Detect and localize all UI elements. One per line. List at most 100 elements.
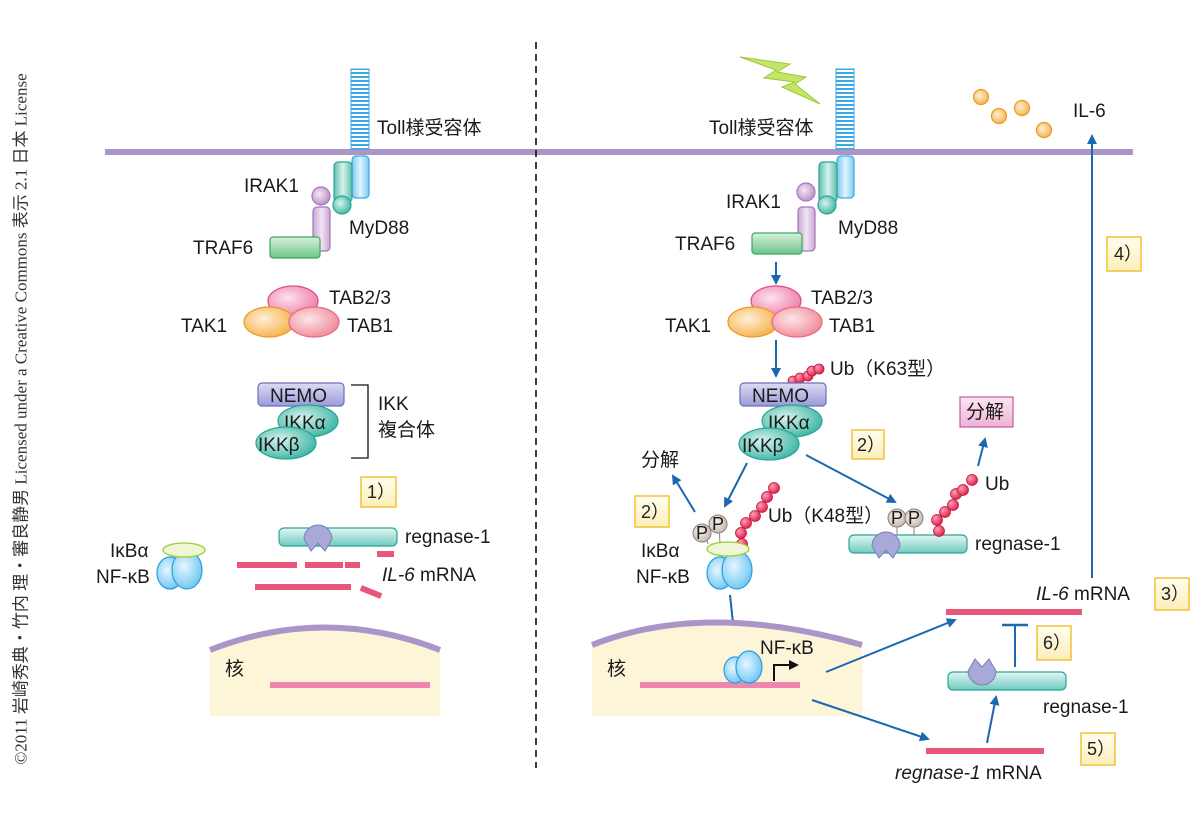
- nuclear-envelope-left: [208, 624, 442, 653]
- regnase-1-active: [947, 671, 1067, 691]
- il6-mrna-label: IL-6 mRNA: [382, 565, 476, 586]
- tlr-intracellular: [351, 155, 370, 199]
- il6-molecules: [972, 88, 1053, 139]
- nfkb-subunit-2: [721, 550, 753, 590]
- arrow-ikk-to-ikba: [724, 462, 748, 508]
- step-6-badge: 6）: [1036, 625, 1072, 661]
- svg-text:2）: 2）: [641, 502, 669, 522]
- irak1-label: IRAK1: [244, 176, 299, 197]
- dna-left: [270, 682, 430, 688]
- nfkb-bound-subunit-2: [735, 650, 763, 684]
- tab1: [288, 306, 340, 338]
- svg-text:6）: 6）: [1043, 633, 1071, 653]
- tab23-label: TAB2/3: [329, 288, 391, 309]
- il6-mrna-label: IL-6 mRNA: [1036, 584, 1130, 605]
- mrna-fragment: [255, 584, 351, 590]
- step-2-badge-right: 2）: [851, 429, 885, 460]
- mrna-fragment: [237, 562, 297, 568]
- arrow-translation-regnase: [986, 695, 1000, 744]
- tlr-extracellular: [350, 68, 370, 150]
- ikk-beta: [738, 427, 800, 461]
- il6-mrna: [946, 609, 1082, 615]
- phospho-p: [904, 508, 924, 528]
- phospho-p: [708, 514, 728, 534]
- arrow-ikba-degradation: [671, 474, 696, 513]
- irak1-head: [311, 186, 331, 206]
- svg-text:1）: 1）: [367, 482, 395, 502]
- ikk-beta-label: IKKβ: [742, 436, 784, 457]
- regnase-1-phosphorylated: [848, 534, 968, 554]
- ub-label: Ub: [985, 474, 1009, 495]
- svg-text:5）: 5）: [1087, 739, 1115, 759]
- arrow-regnase-degradation: [977, 437, 988, 467]
- svg-text:分解: 分解: [966, 401, 1004, 423]
- traf6: [269, 236, 321, 259]
- traf6-label: TRAF6: [675, 234, 735, 255]
- transcription-start-arrow: [773, 660, 799, 681]
- ikba: [706, 541, 750, 557]
- nemo-label: NEMO: [270, 386, 327, 407]
- ikk-complex-label-1: IKK: [378, 394, 409, 415]
- regnase-1-nuclease-domain: [967, 658, 997, 686]
- regnase-1-label-bottom: regnase-1: [1043, 697, 1129, 718]
- tak1: [243, 306, 295, 338]
- regnase-1-mrna-label: regnase-1 mRNA: [895, 763, 1042, 784]
- regnase-1-nuclease-domain: [303, 524, 333, 552]
- ikba-label: IκBα: [641, 541, 679, 562]
- arrow-transcription-regnase: [811, 699, 930, 742]
- arrow-ikk-to-regnase: [805, 454, 897, 503]
- nfkb-nucleus-label: NF-κB: [760, 638, 814, 659]
- svg-text:2）: 2）: [857, 435, 885, 455]
- phospho-p-label: P: [908, 508, 920, 528]
- tab23-label: TAB2/3: [811, 288, 873, 309]
- phospho-p: [692, 523, 712, 543]
- ikba: [162, 542, 206, 558]
- tak1-label: TAK1: [181, 316, 227, 337]
- step-2-badge-left: 2）: [634, 495, 670, 528]
- svg-text:3）: 3）: [1161, 584, 1189, 604]
- traf6-label: TRAF6: [193, 238, 253, 259]
- nemo-label: NEMO: [752, 386, 809, 407]
- nfkb-label: NF-κB: [96, 567, 150, 588]
- regnase-1-label-top: regnase-1: [975, 534, 1061, 555]
- mrna-fragment: [345, 562, 360, 568]
- svg-text:4）: 4）: [1114, 244, 1142, 264]
- ub-k63-label: Ub（K63型）: [830, 358, 945, 380]
- dna-right: [640, 682, 800, 688]
- ikk-bracket: [351, 384, 369, 459]
- mrna-fragment: [377, 551, 394, 557]
- regnase-1: [278, 527, 398, 547]
- right-panel-activated: Toll様受容体 IRAK1 MyD88 TRAF6 TAB2/3 TAK1 T…: [590, 56, 1190, 784]
- cell-membrane: [105, 149, 1133, 155]
- ub-k48-label: Ub（K48型）: [768, 505, 883, 527]
- tlr-label: Toll様受容体: [377, 117, 482, 139]
- tab1-label: TAB1: [347, 316, 393, 337]
- phospho-p-label: P: [696, 523, 708, 543]
- tab1: [771, 306, 823, 338]
- tlr-label: Toll様受容体: [709, 117, 814, 139]
- degradation-badge-right: 分解: [959, 396, 1014, 428]
- myd88-label: MyD88: [838, 218, 898, 239]
- myd88-label: MyD88: [349, 218, 409, 239]
- myd88-domain: [332, 195, 352, 215]
- irak1-head: [796, 182, 816, 202]
- lightning-stimulus-icon: [739, 56, 821, 105]
- regnase-1-label: regnase-1: [405, 527, 491, 548]
- mrna-fragment: [305, 562, 343, 568]
- phospho-p-label: P: [712, 514, 724, 534]
- traf6: [751, 232, 803, 255]
- degradation-label-left: 分解: [641, 449, 679, 471]
- ikk-beta: [255, 426, 317, 460]
- mrna-fragment: [359, 585, 383, 599]
- nucleus-label-right: 核: [607, 658, 626, 680]
- tlr-intracellular: [836, 155, 855, 199]
- nucleus-label-left: 核: [225, 658, 244, 680]
- regnase-1-mrna: [926, 748, 1044, 754]
- tak1: [727, 306, 779, 338]
- il6-label: IL-6: [1073, 101, 1106, 122]
- left-panel-resting: Toll様受容体 IRAK1 MyD88 TRAF6 TAB2/3 TAK1 T…: [96, 68, 491, 716]
- regnase-1-nuclease-domain: [871, 531, 901, 559]
- tak1-label: TAK1: [665, 316, 711, 337]
- nuclear-envelope-right: [590, 619, 863, 648]
